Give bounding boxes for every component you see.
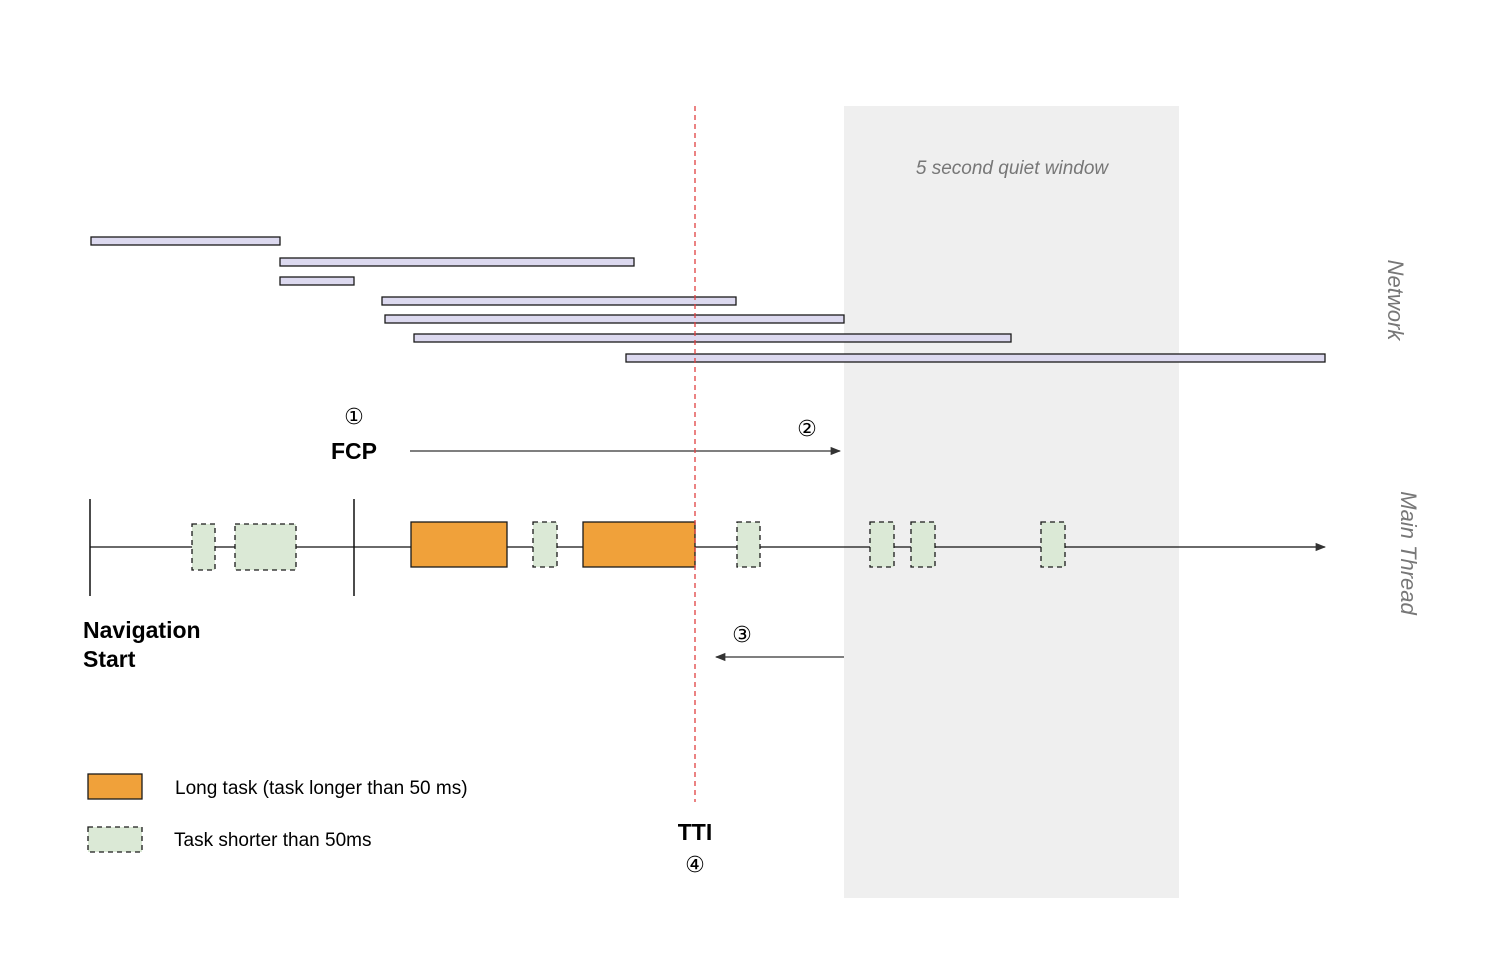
network-lane-label: Network xyxy=(1383,260,1408,342)
long-task xyxy=(582,521,696,568)
long-task xyxy=(410,521,508,568)
main-thread-tasks xyxy=(191,521,1066,571)
forward-step-number: ② xyxy=(797,417,817,442)
backward-step-number: ③ xyxy=(732,623,752,648)
short-task xyxy=(910,521,936,568)
legend-long-task-label: Long task (task longer than 50 ms) xyxy=(175,778,468,799)
quiet-window xyxy=(844,106,1179,898)
tti-step-number: ④ xyxy=(685,853,705,878)
network-requests xyxy=(90,236,1326,363)
legend: Long task (task longer than 50 ms) Task … xyxy=(87,773,468,853)
legend-short-task-swatch xyxy=(87,826,143,853)
short-task xyxy=(736,521,761,568)
network-request-bar xyxy=(90,236,281,246)
network-request-bar xyxy=(413,333,1012,343)
legend-long-task-swatch xyxy=(87,773,143,800)
network-request-bar xyxy=(384,314,845,324)
short-task xyxy=(191,523,216,571)
legend-short-task-label: Task shorter than 50ms xyxy=(174,830,371,851)
navigation-start-line2: Start xyxy=(83,646,136,672)
fcp-step-number: ① xyxy=(344,405,364,430)
main-thread-lane-label: Main Thread xyxy=(1396,491,1421,615)
network-request-bar xyxy=(279,257,635,267)
short-task xyxy=(234,523,297,571)
network-request-bar xyxy=(381,296,737,306)
fcp-label: FCP xyxy=(331,438,377,464)
quiet-window-label: 5 second quiet window xyxy=(916,158,1110,179)
network-request-bar xyxy=(279,276,355,286)
navigation-start-line1: Navigation xyxy=(83,617,201,643)
navigation-start-label: Navigation Start xyxy=(83,617,207,672)
short-task xyxy=(869,521,895,568)
main-thread-lane-label-text: Main Thread xyxy=(1396,491,1421,615)
short-task xyxy=(1040,521,1066,568)
short-task xyxy=(532,521,558,568)
tti-label: TTI xyxy=(678,819,713,845)
network-request-bar xyxy=(625,353,1326,363)
